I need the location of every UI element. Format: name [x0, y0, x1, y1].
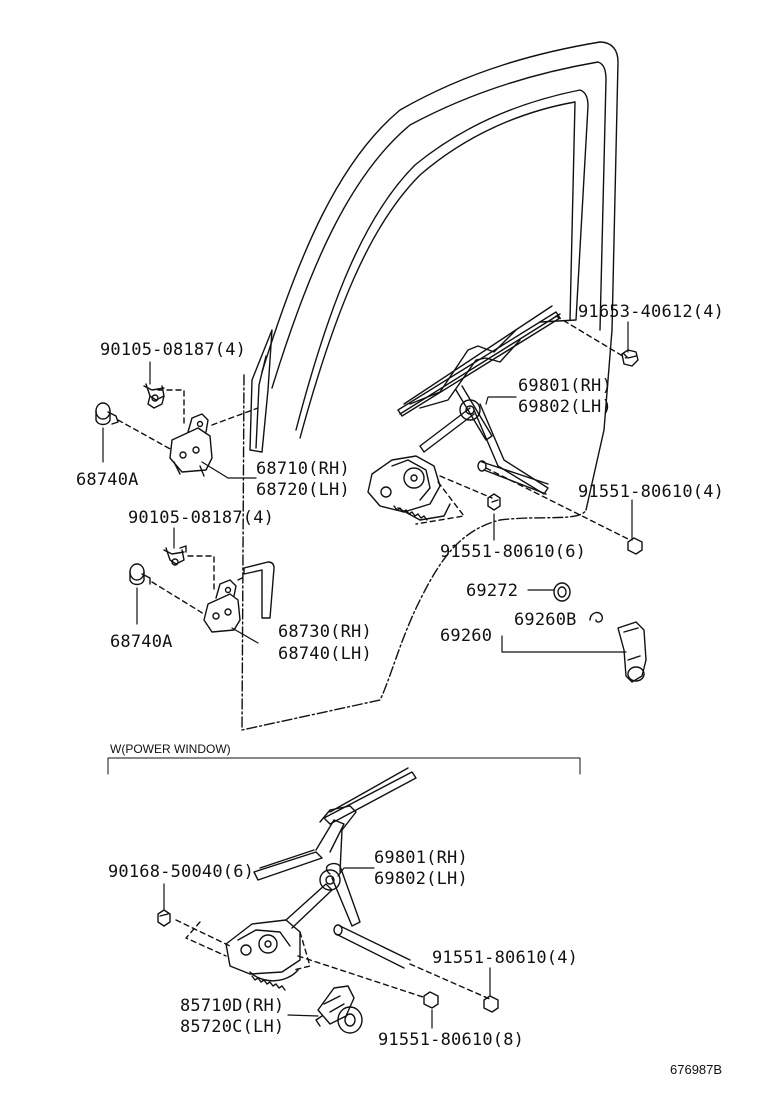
label-85720c-lh[interactable]: 85720C(LH) — [180, 1017, 285, 1037]
window-motor — [315, 985, 363, 1034]
label-90105-08187-upper[interactable]: 90105-08187(4) — [100, 340, 247, 360]
upper-hinge — [169, 413, 213, 477]
label-68740-lh[interactable]: 68740(LH) — [278, 644, 372, 664]
label-69272[interactable]: 69272 — [466, 581, 519, 601]
label-68730-rh[interactable]: 68730(RH) — [278, 622, 372, 642]
manual-regulator — [367, 305, 561, 521]
label-68720-lh[interactable]: 68720(LH) — [256, 480, 350, 500]
lower-hinge-dashes — [151, 555, 247, 615]
section-bracket — [107, 757, 581, 775]
upper-68740a-bolt — [95, 402, 119, 426]
leader-lines-upper — [102, 321, 633, 653]
power-regulator-dashes — [175, 919, 493, 1001]
section-title-power-window: W(POWER WINDOW) — [110, 742, 231, 756]
label-68740a-lower[interactable]: 68740A — [110, 632, 173, 652]
upper-hinge-bolt — [143, 383, 165, 409]
bolt-91551-right — [627, 513, 643, 555]
lower-hinge — [203, 561, 275, 633]
label-69802-lh-manual[interactable]: 69802(LH) — [518, 397, 612, 417]
label-69260[interactable]: 69260 — [440, 626, 493, 646]
label-91551-80610-4-power[interactable]: 91551-80610(4) — [432, 948, 579, 968]
clip-69260b — [589, 611, 604, 623]
bolt-91653 — [621, 349, 639, 367]
lower-hinge-bolt — [163, 545, 187, 566]
label-90168-50040[interactable]: 90168-50040(6) — [108, 862, 255, 882]
bolt-91551-center — [487, 493, 501, 511]
glass-run-channel — [249, 329, 273, 453]
window-crank — [617, 621, 647, 683]
label-91653-40612[interactable]: 91653-40612(4) — [578, 302, 725, 322]
label-69802-lh-power[interactable]: 69802(LH) — [374, 869, 468, 889]
label-91551-80610-4-manual[interactable]: 91551-80610(4) — [578, 482, 725, 502]
label-69801-rh-power[interactable]: 69801(RH) — [374, 848, 468, 868]
diagram-code: 676987B — [670, 1062, 723, 1077]
bolt-91551-power-center — [423, 991, 439, 1009]
regulator-dashes — [415, 315, 631, 541]
lower-68740a-bolt — [129, 563, 151, 586]
label-91551-80610-8[interactable]: 91551-80610(8) — [378, 1030, 525, 1050]
door-sash-outline — [241, 41, 619, 731]
washer-69272 — [553, 582, 571, 602]
bolt-90168 — [157, 909, 171, 927]
label-69801-rh-manual[interactable]: 69801(RH) — [518, 376, 612, 396]
leader-lines-lower — [163, 867, 491, 1029]
label-68740a-upper[interactable]: 68740A — [76, 470, 139, 490]
label-85710d-rh[interactable]: 85710D(RH) — [180, 996, 285, 1016]
label-91551-80610-6[interactable]: 91551-80610(6) — [440, 542, 587, 562]
power-regulator — [225, 767, 417, 991]
label-90105-08187-lower[interactable]: 90105-08187(4) — [128, 508, 275, 528]
upper-hinge-dashes — [117, 389, 259, 451]
label-69260b[interactable]: 69260B — [514, 610, 577, 630]
label-68710-rh[interactable]: 68710(RH) — [256, 459, 350, 479]
bolt-91551-power-right — [483, 995, 499, 1013]
